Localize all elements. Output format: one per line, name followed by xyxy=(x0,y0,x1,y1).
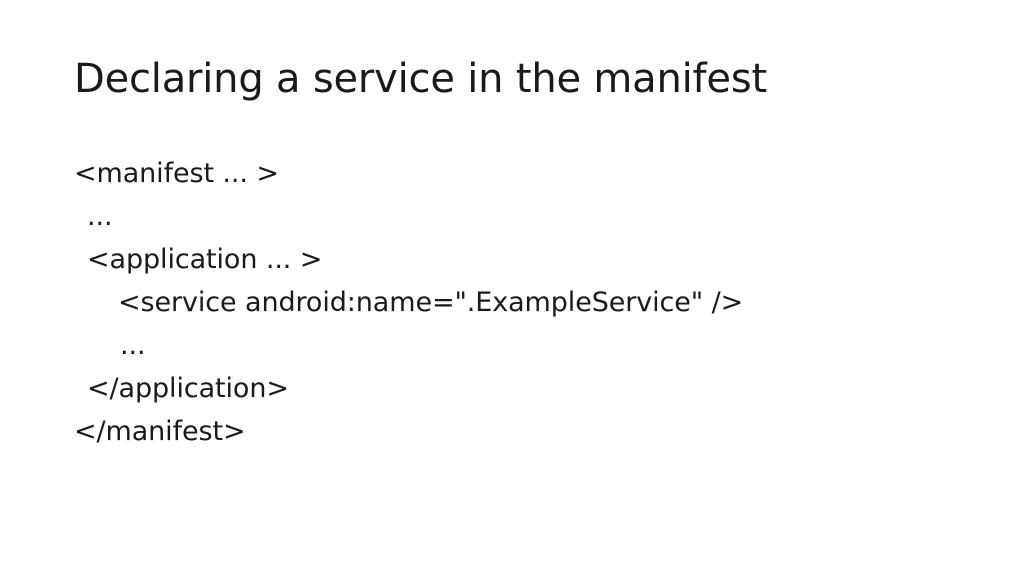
code-line-application-close: </application> xyxy=(87,373,289,404)
code-line-service-declaration: <service android:name=".ExampleService" … xyxy=(118,287,744,318)
page-title: Declaring a service in the manifest xyxy=(74,56,767,102)
code-line-ellipsis-top: ... xyxy=(87,201,113,232)
code-line-application-open: <application ... > xyxy=(87,244,323,275)
code-line-manifest-close: </manifest> xyxy=(74,416,246,447)
code-line-manifest-open: <manifest ... > xyxy=(74,158,279,189)
code-line-ellipsis-bottom: ... xyxy=(120,330,146,361)
manifest-code-block: <manifest ... > ... <application ... > <… xyxy=(74,152,984,453)
